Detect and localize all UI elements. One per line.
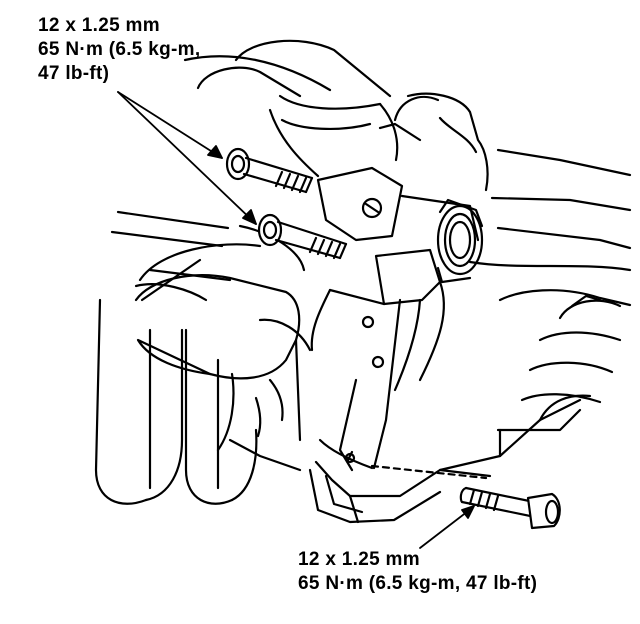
bolt-centerline [370,464,488,480]
bolt-upper-1 [225,147,314,194]
exhaust-tubes [94,224,312,505]
torque-value-label: 65 N·m (6.5 kg-m, 47 lb-ft) [298,573,538,594]
bolt-size-label: 12 x 1.25 mm [38,15,160,36]
leader-arrow-bottom [419,505,475,549]
subframe [308,298,592,524]
torque-spec-lower-bolt: 12 x 1.25 mm 65 N·m (6.5 kg-m, 47 lb-ft) [298,548,537,596]
heat-shield [134,274,302,472]
pipe-upper [234,39,399,178]
torque-value-continued-label: 47 lb-ft) [38,63,110,84]
bolt-lower [459,486,561,530]
torque-value-label: 65 N·m (6.5 kg-m, [38,39,201,60]
bolt-size-label: 12 x 1.25 mm [298,549,420,570]
bolt-upper-2 [257,213,348,260]
mount-bracket [310,166,480,392]
leader-arrows-top [117,91,257,225]
port-flange [436,198,484,284]
torque-spec-upper-bolts: 12 x 1.25 mm 65 N·m (6.5 kg-m, 47 lb-ft) [38,14,200,86]
engine-block [183,55,632,404]
